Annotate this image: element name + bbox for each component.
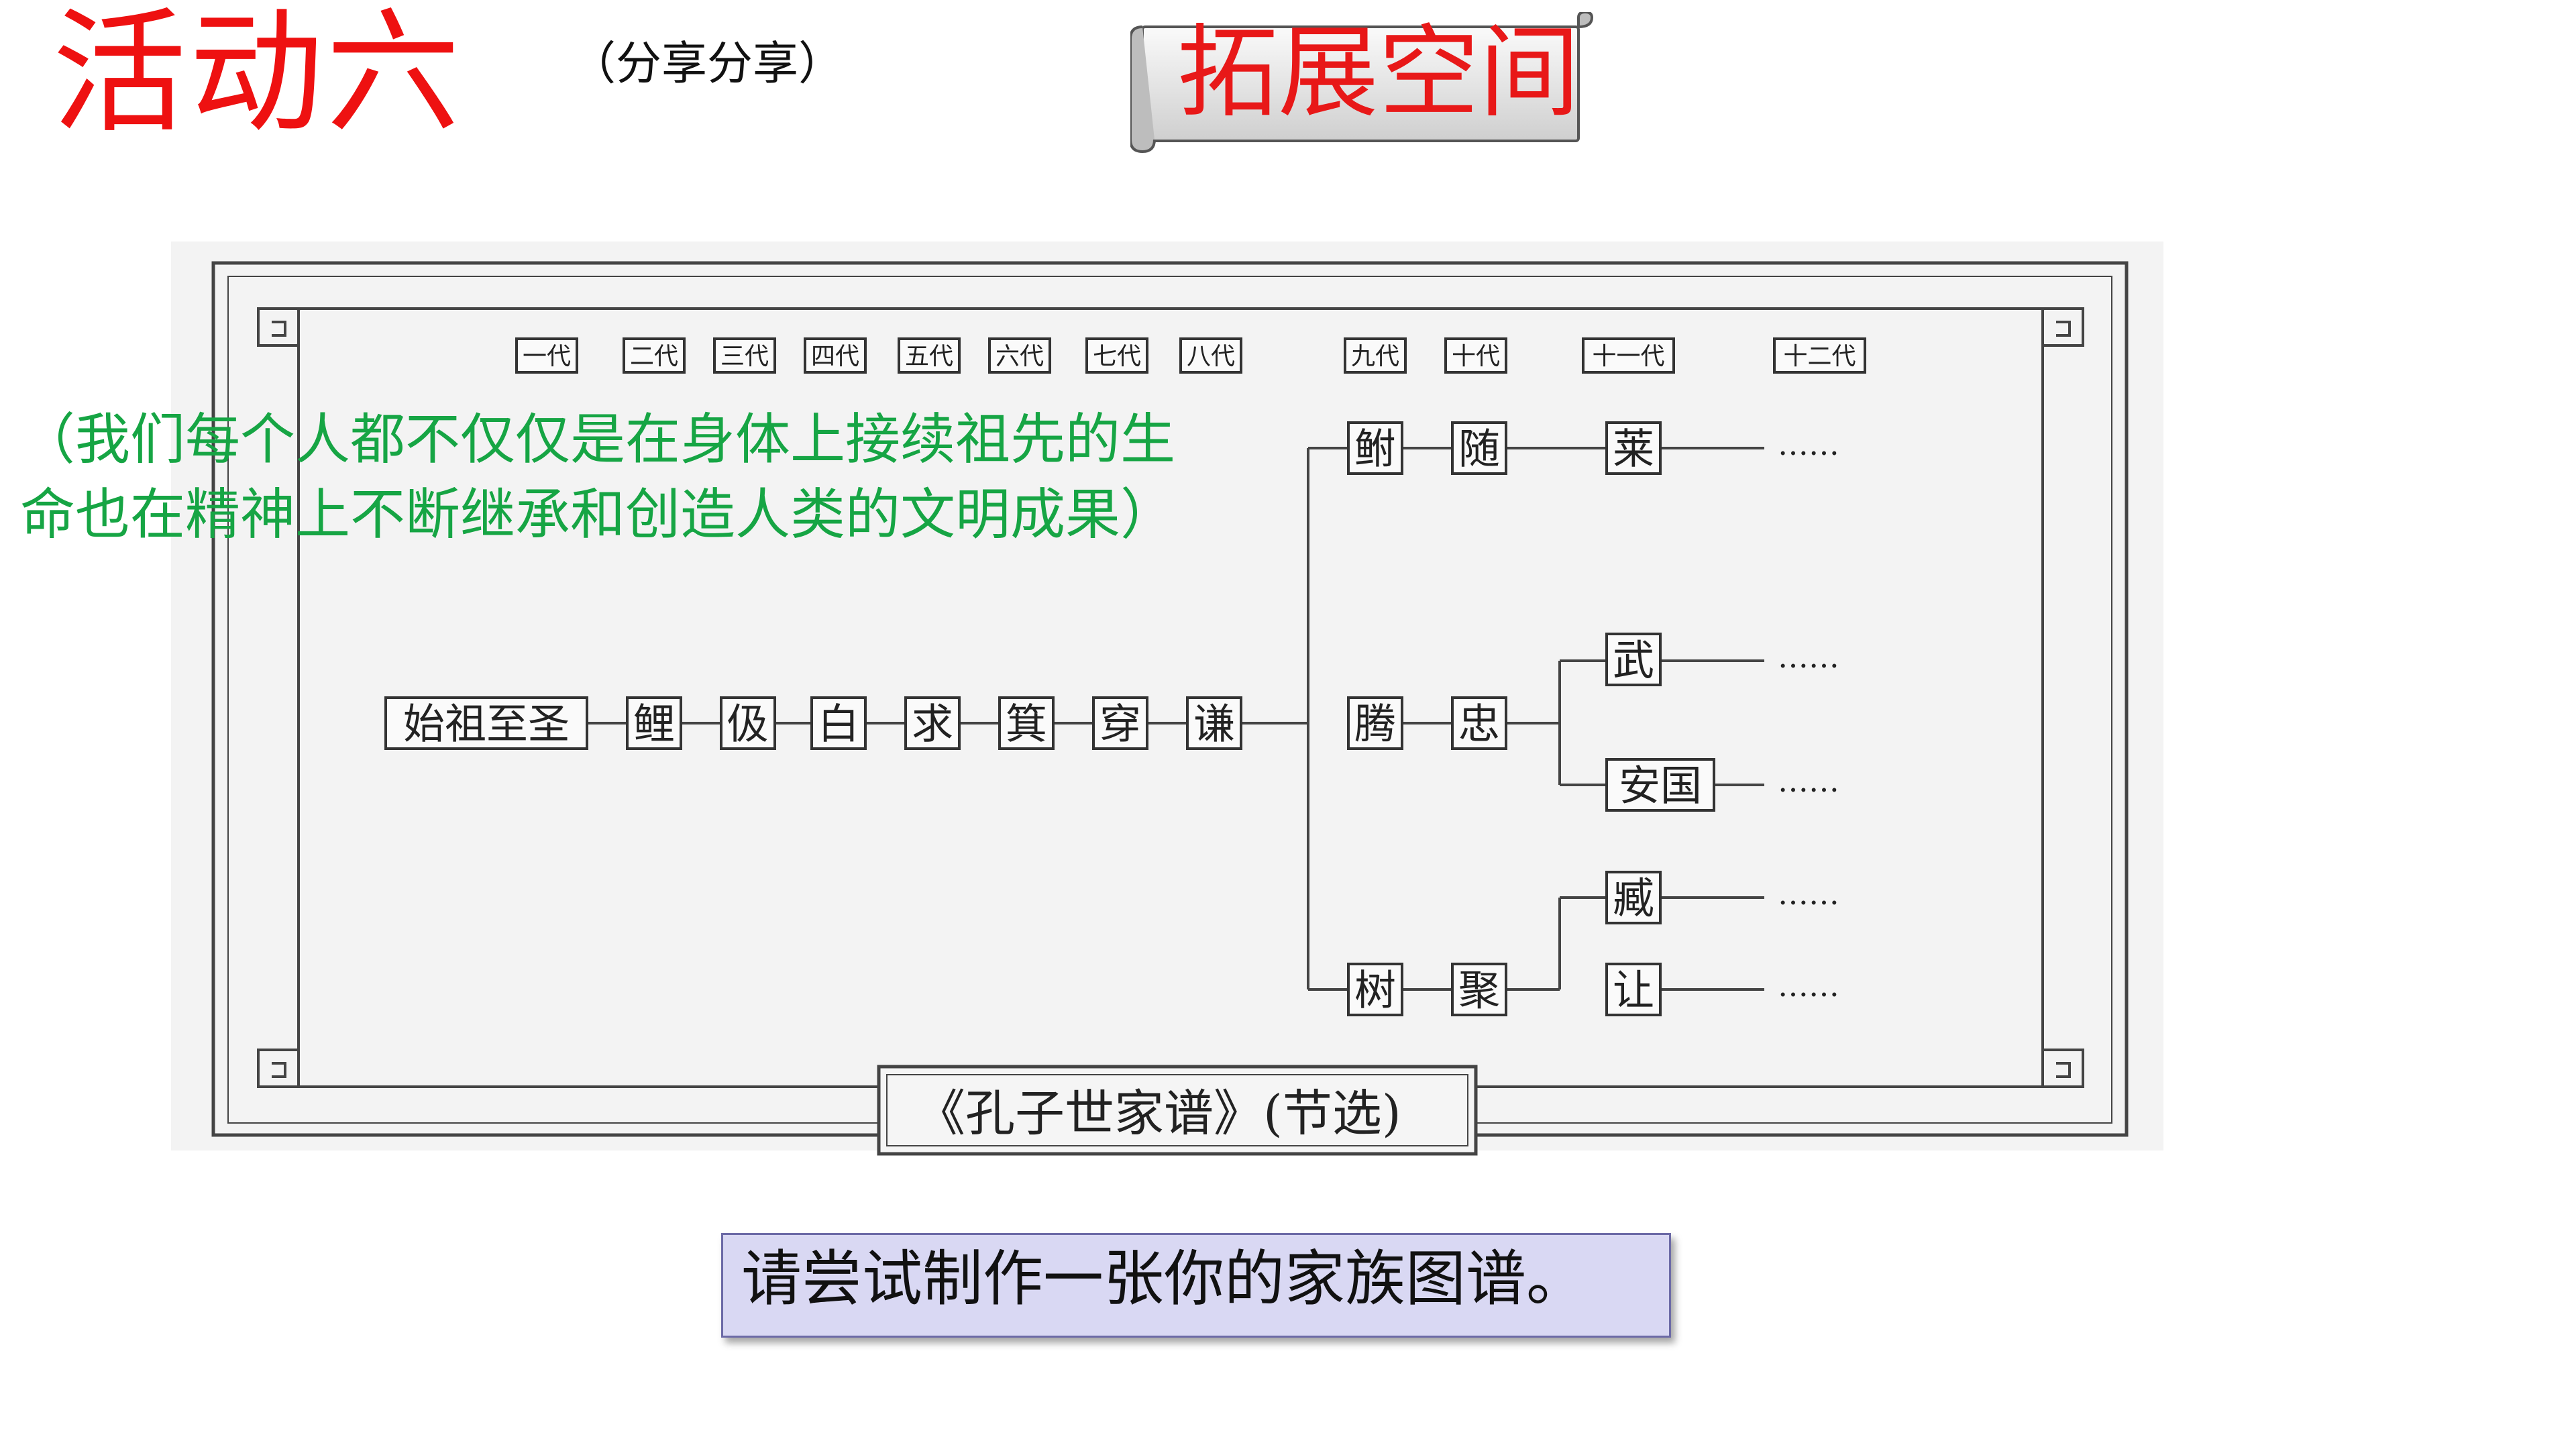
ellipsis: …… <box>1778 426 1839 462</box>
ellipsis: …… <box>1778 967 1839 1004</box>
ancestor-node: 鲤 <box>633 699 675 748</box>
ancestor-node-box <box>904 696 961 750</box>
generation-header-box <box>898 337 961 374</box>
family-node-box <box>1347 963 1403 1016</box>
generation-header-box <box>988 337 1051 374</box>
ancestor-node-box <box>626 696 682 750</box>
family-node-box <box>1451 421 1507 475</box>
generation-header: 十代 <box>1452 343 1500 370</box>
ellipsis: …… <box>1778 763 1839 799</box>
ancestor-node: 谦 <box>1193 699 1235 748</box>
ancestor-node-box <box>998 696 1055 750</box>
ellipsis: …… <box>1778 875 1839 912</box>
family-node-box <box>1347 696 1403 750</box>
family-node: 武 <box>1613 635 1654 684</box>
activity-title: 活动六 <box>52 0 464 152</box>
generation-header-box <box>1773 337 1866 374</box>
family-node: 树 <box>1354 965 1396 1014</box>
generation-header: 十二代 <box>1783 343 1856 370</box>
family-node-box <box>1451 963 1507 1016</box>
generation-header-box <box>1179 337 1242 374</box>
generation-header: 二代 <box>630 343 678 370</box>
family-node: 聚 <box>1458 965 1500 1014</box>
family-node-box <box>1605 963 1662 1016</box>
generation-header-box <box>1444 337 1507 374</box>
generation-header-box <box>1085 337 1148 374</box>
generation-header: 六代 <box>996 343 1044 370</box>
family-node: 随 <box>1458 424 1500 473</box>
chart-background <box>171 241 2163 1150</box>
generation-header-box <box>515 337 578 374</box>
generation-header-box <box>804 337 867 374</box>
family-node: 鲋 <box>1354 424 1396 473</box>
family-node-box <box>1347 421 1403 475</box>
generation-header: 十一代 <box>1592 343 1664 370</box>
family-node-box <box>1451 696 1507 750</box>
generation-header: 四代 <box>811 343 859 370</box>
generation-header-box <box>623 337 686 374</box>
family-node-box <box>1605 633 1662 686</box>
generation-header: 三代 <box>720 343 769 370</box>
generation-header: 一代 <box>523 343 571 370</box>
generation-header-box <box>1344 337 1407 374</box>
family-node: 臧 <box>1613 873 1654 922</box>
generation-header: 八代 <box>1187 343 1235 370</box>
prompt-box <box>721 1233 1671 1338</box>
family-node-box <box>1605 758 1715 812</box>
family-node: 让 <box>1613 965 1654 1014</box>
ancestor-node: 穿 <box>1099 699 1141 748</box>
family-node-box <box>1605 421 1662 475</box>
generation-header: 九代 <box>1351 343 1399 370</box>
ancestor-node: 求 <box>912 699 953 748</box>
family-node: 腾 <box>1354 699 1396 748</box>
green-note: （我们每个人都不仅仅是在身体上接续祖先的生命也在精神上不断继承和创造人类的文明成… <box>20 408 1176 547</box>
chart-caption: 《孔子世家谱》(节选) <box>916 1085 1401 1142</box>
ancestor-node-box <box>1092 696 1148 750</box>
prompt-text: 请尝试制作一张你的家族图谱。 <box>741 1244 1587 1314</box>
ancestor-node-box <box>810 696 867 750</box>
generation-header-box <box>1582 337 1675 374</box>
family-node: 安国 <box>1619 761 1702 810</box>
ancestor-node-box <box>384 696 588 750</box>
ancestor-node-box <box>720 696 776 750</box>
generation-header: 七代 <box>1093 343 1141 370</box>
family-node: 忠 <box>1458 699 1500 748</box>
ancestor-node: 伋 <box>727 699 769 748</box>
scroll-banner-icon <box>1130 12 1593 153</box>
ancestor-node-box <box>1186 696 1242 750</box>
generation-header-box <box>713 337 776 374</box>
family-node-box <box>1605 871 1662 924</box>
generation-header: 五代 <box>905 343 953 370</box>
ancestor-node: 白 <box>818 699 859 748</box>
banner-label: 拓展空间 <box>1177 15 1580 131</box>
ancestor-node: 始祖至圣 <box>403 699 570 748</box>
family-node: 莱 <box>1613 424 1654 473</box>
subtitle: （分享分享） <box>570 38 845 91</box>
ellipsis: …… <box>1778 639 1839 675</box>
ancestor-node: 箕 <box>1006 699 1047 748</box>
